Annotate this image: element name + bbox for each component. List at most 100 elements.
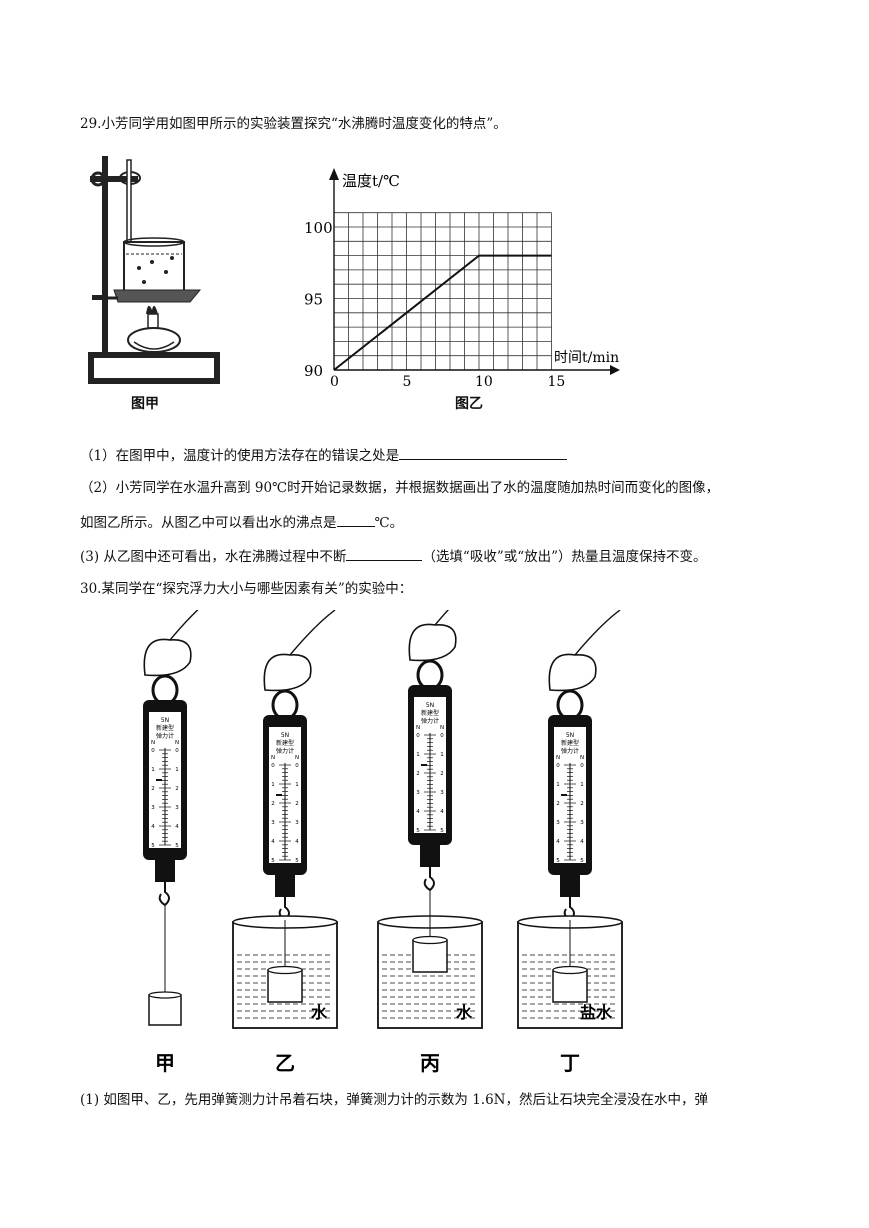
gauge-label: 弹力计	[156, 732, 174, 740]
gauge-label: 5N	[161, 717, 169, 724]
scale-number: 1	[151, 767, 155, 773]
liquid-label: 水	[456, 1003, 473, 1022]
stone-block	[267, 969, 303, 1003]
ring-icon	[556, 689, 584, 721]
scale-number: 3	[175, 805, 179, 811]
y-tick-label: 90	[304, 362, 323, 380]
panel-caption: 丁	[560, 1051, 580, 1075]
scale-number: 2	[580, 801, 584, 807]
gauge-label: 弹力计	[276, 747, 294, 755]
scale-number: 5	[580, 858, 584, 864]
fig-yi-caption: 图乙	[455, 396, 483, 412]
scale-number: 4	[151, 824, 155, 830]
q29-sub2-line2: 如图乙所示。从图乙中可以看出水的沸点是℃。	[80, 512, 403, 532]
x-axis-label: 时间t/min	[554, 350, 619, 366]
scale-number: 0	[271, 763, 275, 769]
scale-number: 3	[416, 790, 420, 796]
q30-sub1: (1) 如图甲、乙，先用弹簧测力计吊着石块，弹簧测力计的示数为 1.6N，然后让…	[80, 1092, 708, 1108]
hand-icon	[548, 653, 597, 692]
scale-tube	[420, 845, 440, 867]
scale-number: 3	[151, 805, 155, 811]
ring-icon	[151, 674, 179, 706]
q29-stem: 29.小芳同学用如图甲所示的实验装置探究“水沸腾时温度变化的特点”。	[80, 116, 507, 132]
gauge-label: 弹力计	[561, 747, 579, 755]
y-tick-label: 95	[304, 291, 323, 309]
scale-number: 1	[175, 767, 179, 773]
gauge-label: 新建型	[561, 739, 579, 747]
arm-line	[169, 610, 199, 641]
scale-number: 1	[556, 782, 560, 788]
panel-caption: 乙	[275, 1051, 295, 1075]
scale-number: 0	[416, 733, 420, 739]
x-tick-label: 5	[403, 374, 412, 390]
scale-number: 0	[556, 763, 560, 769]
scale-number: 5	[556, 858, 560, 864]
scale-number: 4	[175, 824, 179, 830]
scale-number: 4	[271, 839, 275, 845]
stone-block	[552, 969, 588, 1003]
scale-number: 0	[580, 763, 584, 769]
gauge-label: 新建型	[156, 724, 174, 732]
answer-blank-3[interactable]	[346, 546, 423, 561]
hook-icon	[423, 867, 435, 892]
stone-block	[412, 939, 448, 973]
gauge-label: 新建型	[421, 709, 439, 717]
scale-number: 5	[416, 828, 420, 834]
stone-block	[148, 994, 182, 1026]
x-tick-label: 10	[475, 374, 493, 390]
scale-number: 3	[295, 820, 299, 826]
ring-icon	[271, 689, 299, 721]
liquid-label: 盐水	[580, 1003, 613, 1022]
liquid-label: 水	[311, 1003, 328, 1022]
scale-tube	[560, 875, 580, 897]
scale-unit: N	[295, 755, 299, 761]
scale-number: 4	[556, 839, 560, 845]
scale-number: 3	[271, 820, 275, 826]
scale-unit: N	[556, 755, 560, 761]
scale-number: 0	[151, 748, 155, 754]
scale-number: 2	[295, 801, 299, 807]
ring-icon	[416, 659, 444, 691]
scale-number: 2	[175, 786, 179, 792]
scale-number: 1	[416, 752, 420, 758]
series-line	[333, 254, 552, 371]
stone-block-top	[552, 965, 588, 975]
stone-block-top	[267, 965, 303, 975]
scale-unit: N	[271, 755, 275, 761]
arm-line	[574, 610, 621, 656]
scale-number: 4	[440, 809, 444, 815]
hand-icon	[408, 623, 457, 662]
scale-number: 5	[271, 858, 275, 864]
x-tick-label: 15	[548, 374, 566, 390]
answer-blank-1[interactable]	[399, 445, 568, 460]
scale-unit: N	[175, 740, 179, 746]
scale-number: 2	[440, 771, 444, 777]
scale-number: 3	[440, 790, 444, 796]
scale-number: 1	[295, 782, 299, 788]
scale-number: 4	[295, 839, 299, 845]
answer-blank-2[interactable]	[336, 512, 375, 527]
scale-number: 1	[271, 782, 275, 788]
scale-number: 3	[556, 820, 560, 826]
gauge-label: 5N	[566, 732, 574, 739]
stone-block-top	[412, 935, 448, 945]
q29-sub1: （1）在图甲中，温度计的使用方法存在的错误之处是	[80, 445, 568, 465]
scale-number: 1	[440, 752, 444, 758]
gauge-label: 5N	[426, 702, 434, 709]
scale-unit: N	[580, 755, 584, 761]
scale-number: 2	[416, 771, 420, 777]
scale-number: 4	[580, 839, 584, 845]
scale-number: 4	[416, 809, 420, 815]
gauge-label: 弹力计	[421, 717, 439, 725]
scale-number: 1	[580, 782, 584, 788]
fig-jia-apparatus	[88, 156, 220, 384]
scale-number: 5	[175, 843, 179, 849]
scale-number: 2	[271, 801, 275, 807]
scale-tube	[275, 875, 295, 897]
arm-line	[434, 610, 450, 626]
